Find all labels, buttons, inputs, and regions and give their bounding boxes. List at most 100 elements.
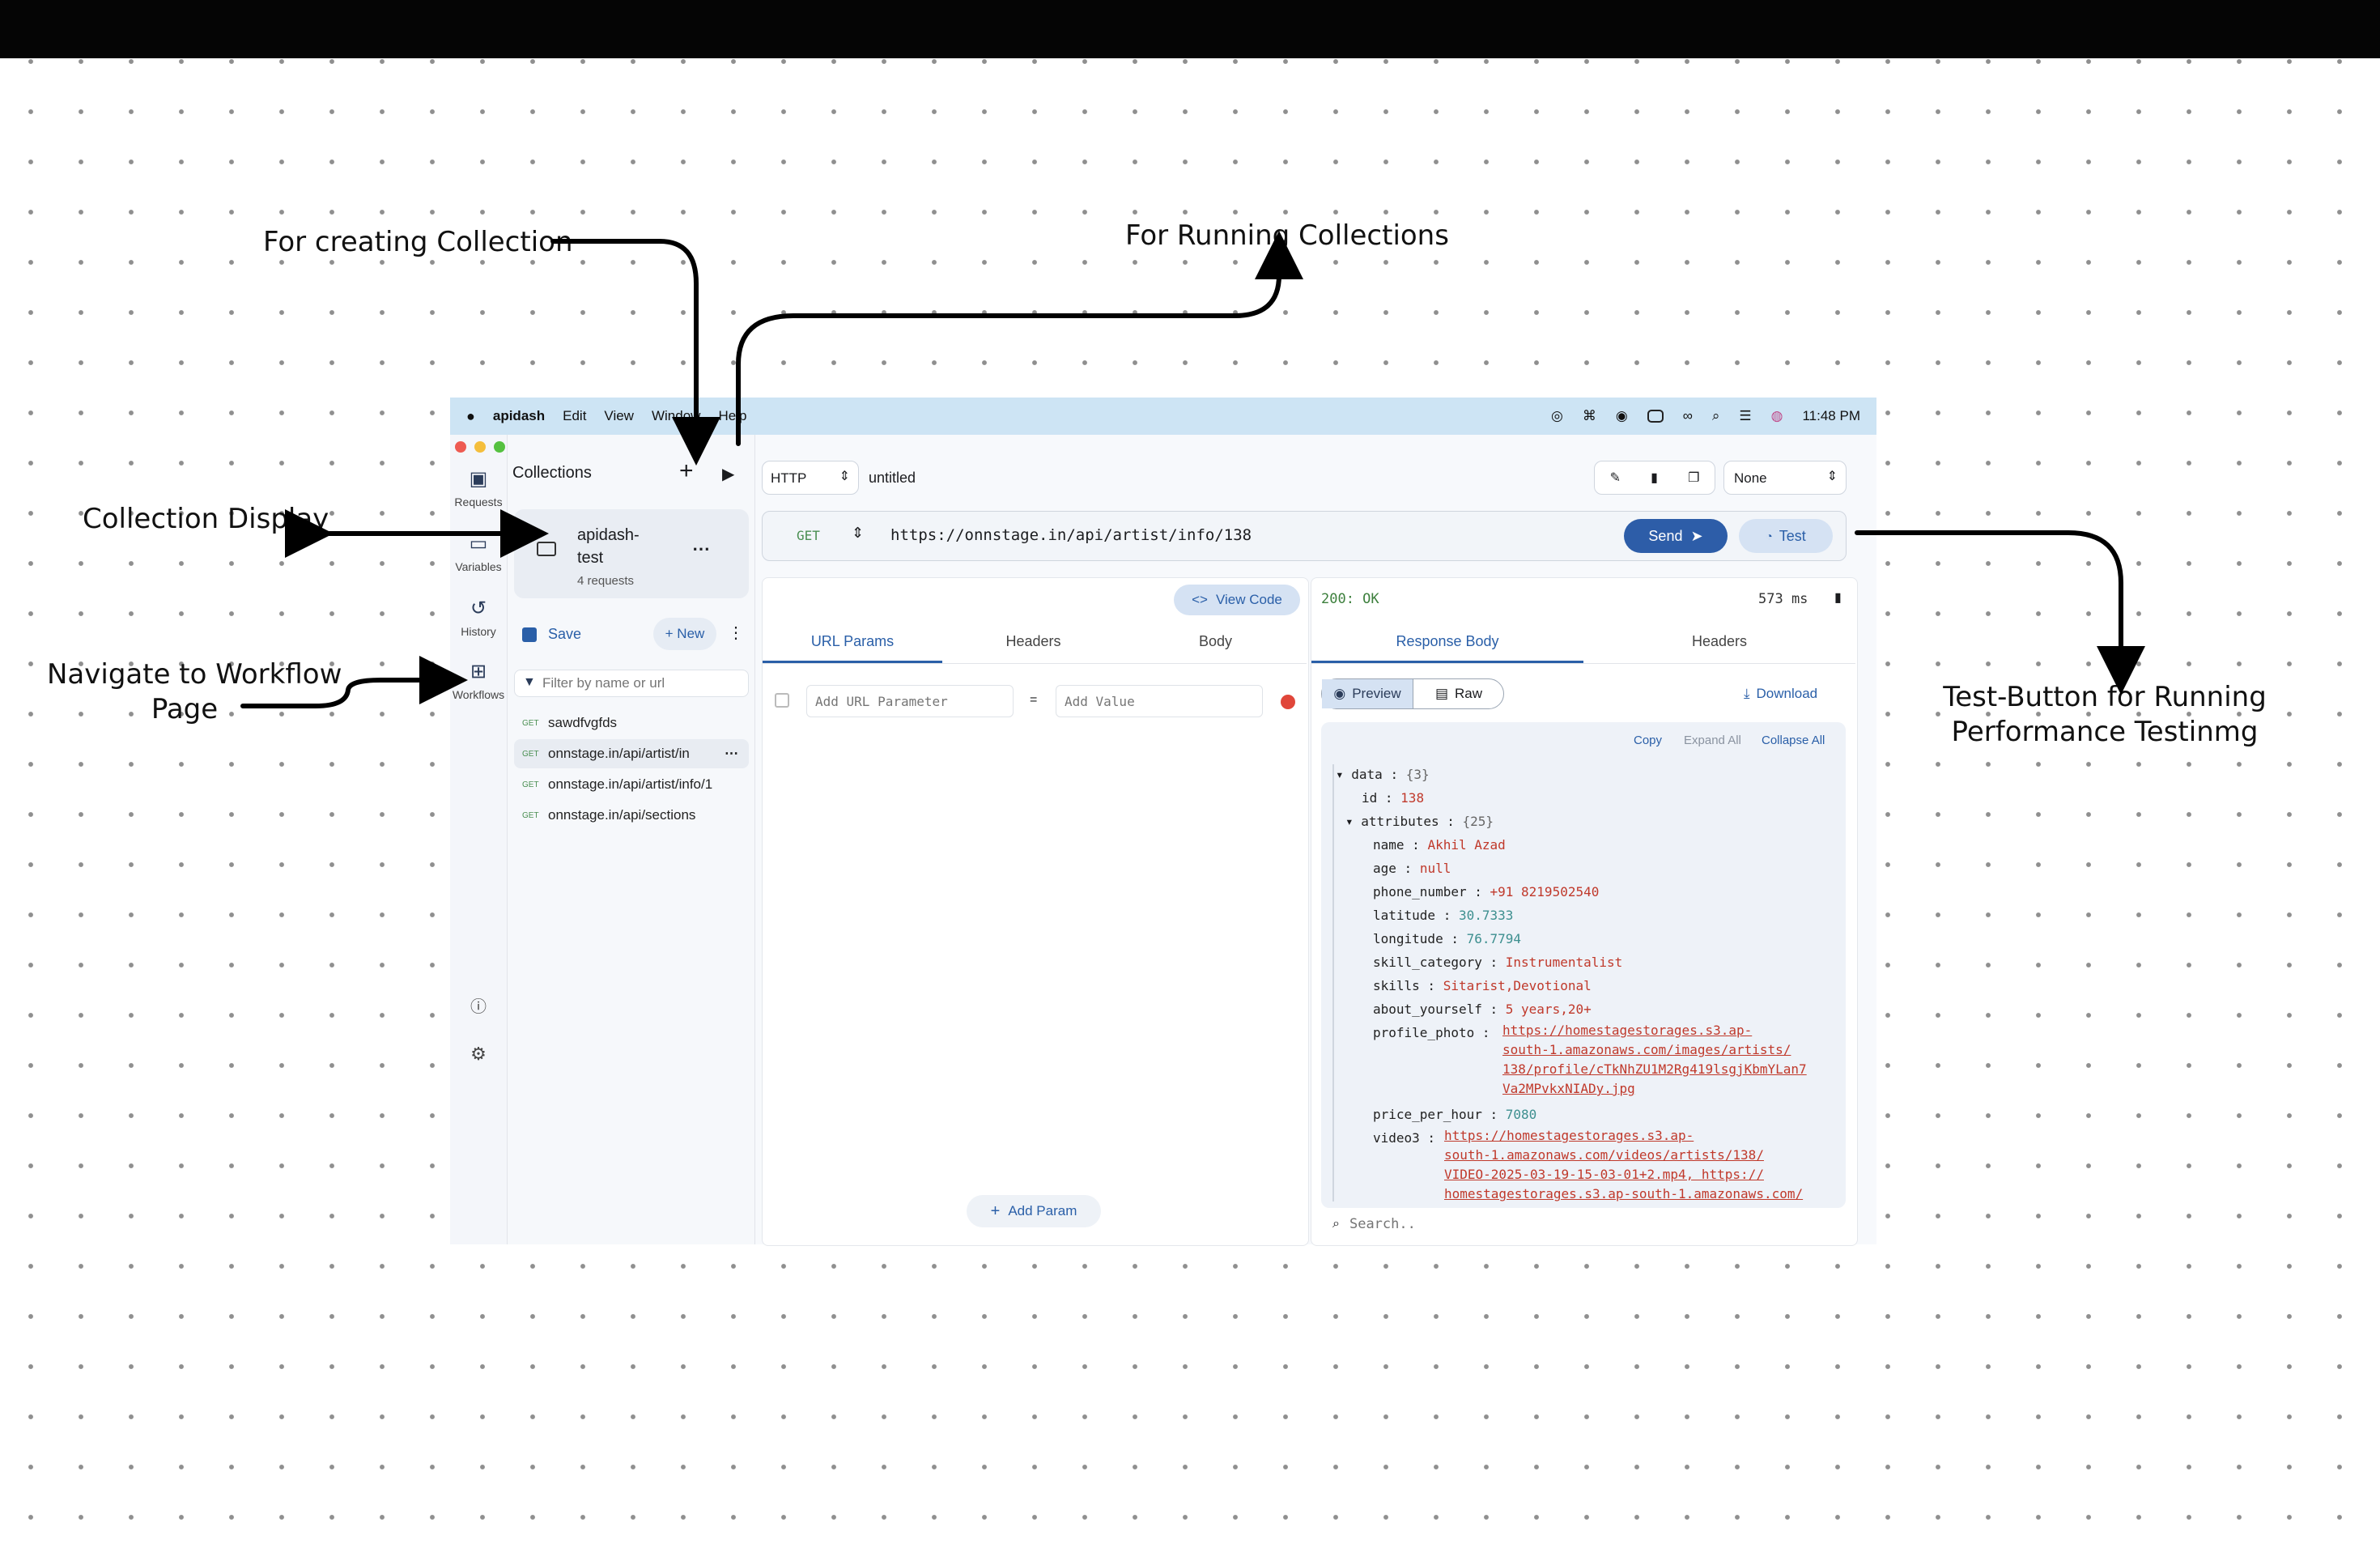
protocol-select[interactable]: HTTP ⇕ [762, 461, 859, 495]
request-more-icon[interactable]: ⋯ [725, 746, 738, 761]
tree-row-profile-photo: profile_photo : [1373, 1025, 1490, 1040]
nav-rail: ▣ Requests ▭ Variables ↺ History ⊞ Workf… [450, 435, 508, 1244]
collection-more-icon[interactable]: ⋯ [692, 538, 710, 559]
tab-url-params[interactable]: URL Params [810, 633, 895, 649]
control-center-icon[interactable]: ☰ [1739, 408, 1752, 423]
request-name: onnstage.in/api/artist/in [548, 746, 690, 761]
tree-key: skills [1373, 978, 1420, 993]
main-pane: HTTP ⇕ untitled ✎ ▮ ❐ None ⇕ GET ⇕ https… [755, 435, 1876, 1246]
preview-toggle[interactable]: ◉Preview [1322, 679, 1413, 708]
menu-edit[interactable]: Edit [563, 408, 587, 423]
help-icon[interactable]: ⓘ [470, 998, 487, 1016]
environment-select[interactable]: None ⇕ [1723, 461, 1847, 495]
tree-value: 76.7794 [1466, 931, 1522, 946]
nav-requests[interactable]: ▣ Requests [450, 467, 507, 508]
gauge-icon: ◔ [1766, 529, 1773, 542]
tree-count: {3} [1405, 767, 1430, 782]
menu-app-name[interactable]: apidash [492, 408, 546, 423]
nav-variables[interactable]: ▭ Variables [450, 532, 507, 573]
zoom-window-button[interactable] [494, 441, 505, 453]
remove-param-icon[interactable] [1281, 695, 1295, 709]
new-request-button[interactable]: + New [653, 618, 716, 650]
add-param-label: Add Param [1008, 1203, 1077, 1218]
nav-history[interactable]: ↺ History [450, 597, 507, 638]
collapse-all-button[interactable]: Collapse All [1762, 734, 1825, 747]
close-window-button[interactable] [455, 441, 466, 453]
json-tree: ▾ data : {3} id : 138 ▾ attributes : {25… [1336, 763, 1854, 1201]
response-time: 573 ms [1758, 591, 1808, 607]
tree-row-skills: skills : Sitarist,Devotional [1373, 978, 1592, 993]
filter-input[interactable] [541, 674, 738, 693]
menu-help[interactable]: Help [718, 408, 747, 423]
download-button[interactable]: ⤓Download [1744, 686, 1817, 702]
tray-link-icon[interactable]: ∞ [1682, 408, 1693, 423]
minimize-window-button[interactable] [474, 441, 486, 453]
expand-all-button[interactable]: Expand All [1684, 734, 1741, 747]
request-name-title[interactable]: untitled [869, 470, 916, 486]
raw-toggle[interactable]: ▤Raw [1413, 679, 1504, 708]
tray-play-icon[interactable]: ◉ [1615, 408, 1628, 423]
tray-airdrop-icon[interactable]: ⌘ [1582, 408, 1596, 423]
collection-card[interactable]: apidash- test 4 requests ⋯ [514, 509, 749, 598]
settings-gear-icon[interactable]: ⚙ [470, 1044, 487, 1064]
clear-response-trash-icon[interactable]: ▮ [1834, 591, 1842, 605]
collections-title: Collections [512, 464, 592, 482]
battery-icon[interactable] [1647, 410, 1664, 423]
send-button[interactable]: Send➤ [1624, 519, 1728, 553]
tab-response-body[interactable]: Response Body [1396, 633, 1499, 649]
nav-workflows[interactable]: ⊞ Workflows [450, 660, 507, 701]
tree-row-latitude: latitude : 30.7333 [1373, 908, 1514, 923]
tree-value: null [1419, 861, 1451, 876]
run-collection-play-icon[interactable]: ▶ [722, 466, 735, 483]
tab-response-headers[interactable]: Headers [1691, 633, 1748, 649]
apple-icon[interactable]: ● [466, 407, 475, 424]
delete-trash-icon[interactable]: ▮ [1651, 471, 1658, 485]
annotation-running-collections: For Running Collections [1125, 219, 1449, 252]
request-name: sawdfvgfds [548, 715, 618, 730]
copy-button[interactable]: Copy [1634, 734, 1663, 747]
link-line: homestagestorages.s3.ap-south-1.amazonaw… [1444, 1186, 1804, 1201]
json-search-input[interactable] [1347, 1215, 1804, 1233]
duplicate-icon[interactable]: ❐ [1688, 471, 1700, 485]
tree-key: data [1351, 767, 1383, 782]
tree-guide-line [1332, 764, 1334, 1201]
method-select[interactable]: GET [797, 528, 820, 543]
tab-divider [1311, 663, 1855, 664]
sidebar-menu-icon[interactable]: ⋮ [728, 624, 744, 642]
tray-creative-cloud-icon[interactable]: ◎ [1551, 408, 1563, 423]
expand-caret-icon: ▾ [1345, 814, 1354, 829]
response-panel: 200: OK 573 ms ▮ Response Body Headers ◉… [1311, 577, 1858, 1246]
menu-view[interactable]: View [604, 408, 634, 423]
tree-count: {25} [1462, 814, 1494, 829]
test-button[interactable]: ◔Test [1739, 519, 1833, 553]
profile-photo-link[interactable]: https://homestagestorages.s3.ap- south-1… [1502, 1021, 1807, 1099]
url-input[interactable]: https://onnstage.in/api/artist/info/138 [890, 526, 1252, 544]
annotation-workflow-line2: Page [151, 692, 219, 725]
send-label: Send [1648, 527, 1683, 544]
param-checkbox[interactable] [775, 693, 789, 708]
create-collection-plus-icon[interactable]: + [679, 457, 694, 484]
tree-key: attributes [1361, 814, 1439, 829]
spotlight-search-icon[interactable]: ⌕ [1711, 408, 1720, 423]
param-key-input[interactable] [806, 685, 1014, 717]
tree-row-attributes[interactable]: ▾ attributes : {25} [1345, 814, 1494, 829]
save-button[interactable]: Save [548, 626, 582, 642]
video3-link[interactable]: https://homestagestorages.s3.ap- south-1… [1444, 1126, 1803, 1204]
updown-chevron-icon[interactable]: ⇕ [852, 525, 865, 541]
view-code-button[interactable]: <>View Code [1174, 585, 1300, 615]
param-value-input[interactable] [1056, 685, 1263, 717]
edit-pencil-icon[interactable]: ✎ [1609, 471, 1621, 485]
annotation-creating-collection: For creating Collection [263, 226, 573, 258]
tree-key: id [1362, 790, 1378, 806]
tab-body[interactable]: Body [1198, 633, 1233, 649]
siri-icon[interactable]: ◍ [1770, 408, 1783, 423]
tab-headers[interactable]: Headers [1005, 633, 1061, 649]
menu-window[interactable]: Window [651, 408, 701, 423]
add-param-button[interactable]: +Add Param [967, 1195, 1101, 1227]
tree-key: about_yourself [1373, 1002, 1482, 1017]
tree-row-data[interactable]: ▾ data : {3} [1336, 767, 1430, 782]
